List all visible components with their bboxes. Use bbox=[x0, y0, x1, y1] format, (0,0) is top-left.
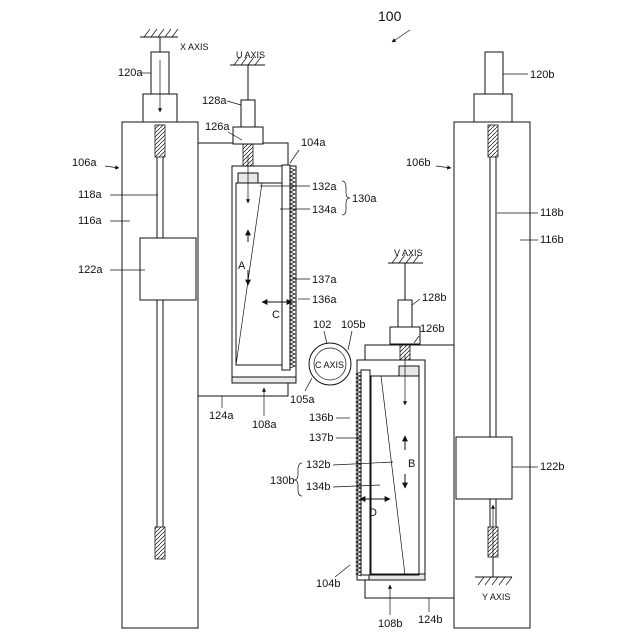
label-106a: 106a bbox=[72, 157, 97, 169]
x-axis-label: X AXIS bbox=[180, 42, 209, 52]
label-124b: 124b bbox=[418, 614, 442, 626]
label-132a: 132a bbox=[312, 181, 337, 193]
c-axis-label: C AXIS bbox=[315, 360, 344, 370]
label-130a: 130a bbox=[352, 193, 377, 205]
label-C: C bbox=[272, 309, 280, 321]
label-122a: 122a bbox=[78, 264, 103, 276]
label-105a: 105a bbox=[290, 394, 315, 406]
label-105b: 105b bbox=[341, 319, 365, 331]
plate-137b bbox=[361, 370, 370, 575]
brace-130b bbox=[294, 463, 302, 496]
label-134a: 134a bbox=[312, 204, 337, 216]
nut-122a bbox=[140, 238, 196, 300]
coupling-120b bbox=[474, 94, 512, 122]
label-116a: 116a bbox=[78, 215, 103, 227]
screw-top-118b bbox=[488, 125, 498, 157]
motor-128a bbox=[241, 100, 255, 127]
label-116b: 116b bbox=[540, 234, 564, 246]
screw-bottom-118a bbox=[155, 527, 165, 559]
plate-137a bbox=[282, 165, 290, 370]
label-136b: 136b bbox=[309, 412, 333, 424]
label-118b: 118b bbox=[540, 207, 564, 219]
motor-120b bbox=[485, 52, 503, 94]
motor-128b bbox=[398, 300, 412, 327]
frame-104a-base bbox=[232, 377, 296, 383]
label-130b: 130b bbox=[270, 475, 294, 487]
label-A: A bbox=[238, 260, 246, 272]
label-124a: 124a bbox=[209, 410, 234, 422]
label-B: B bbox=[408, 458, 415, 470]
v-axis-label: V AXIS bbox=[394, 248, 423, 258]
nut-122b bbox=[456, 437, 512, 499]
label-108b: 108b bbox=[378, 618, 402, 630]
label-104a: 104a bbox=[301, 137, 326, 149]
y-axis-label: Y AXIS bbox=[482, 592, 510, 602]
label-120a: 120a bbox=[118, 67, 143, 79]
label-D: D bbox=[369, 507, 377, 519]
coupling-126a bbox=[233, 127, 263, 144]
label-134b: 134b bbox=[306, 481, 330, 493]
v-axis-ground bbox=[388, 255, 423, 300]
u-axis-label: U AXIS bbox=[236, 50, 265, 60]
label-118a: 118a bbox=[78, 189, 103, 201]
label-104b: 104b bbox=[316, 578, 340, 590]
label-120b: 120b bbox=[530, 69, 554, 81]
label-108a: 108a bbox=[252, 419, 277, 431]
label-106b: 106b bbox=[406, 157, 430, 169]
label-128b: 128b bbox=[422, 292, 446, 304]
label-126b: 126b bbox=[420, 323, 444, 335]
screw-top-118a bbox=[155, 125, 165, 157]
label-102: 102 bbox=[313, 319, 331, 331]
label-126a: 126a bbox=[205, 121, 230, 133]
slider-block-b bbox=[399, 366, 419, 376]
brace-130a bbox=[342, 181, 350, 215]
figure-number: 100 bbox=[378, 8, 402, 24]
label-137a: 137a bbox=[312, 274, 337, 286]
label-128a: 128a bbox=[202, 95, 227, 107]
label-136a: 136a bbox=[312, 294, 337, 306]
label-122b: 122b bbox=[540, 461, 564, 473]
label-132b: 132b bbox=[306, 459, 330, 471]
label-137b: 137b bbox=[309, 432, 333, 444]
x-axis-ground bbox=[140, 29, 178, 52]
u-axis-ground bbox=[230, 57, 265, 100]
